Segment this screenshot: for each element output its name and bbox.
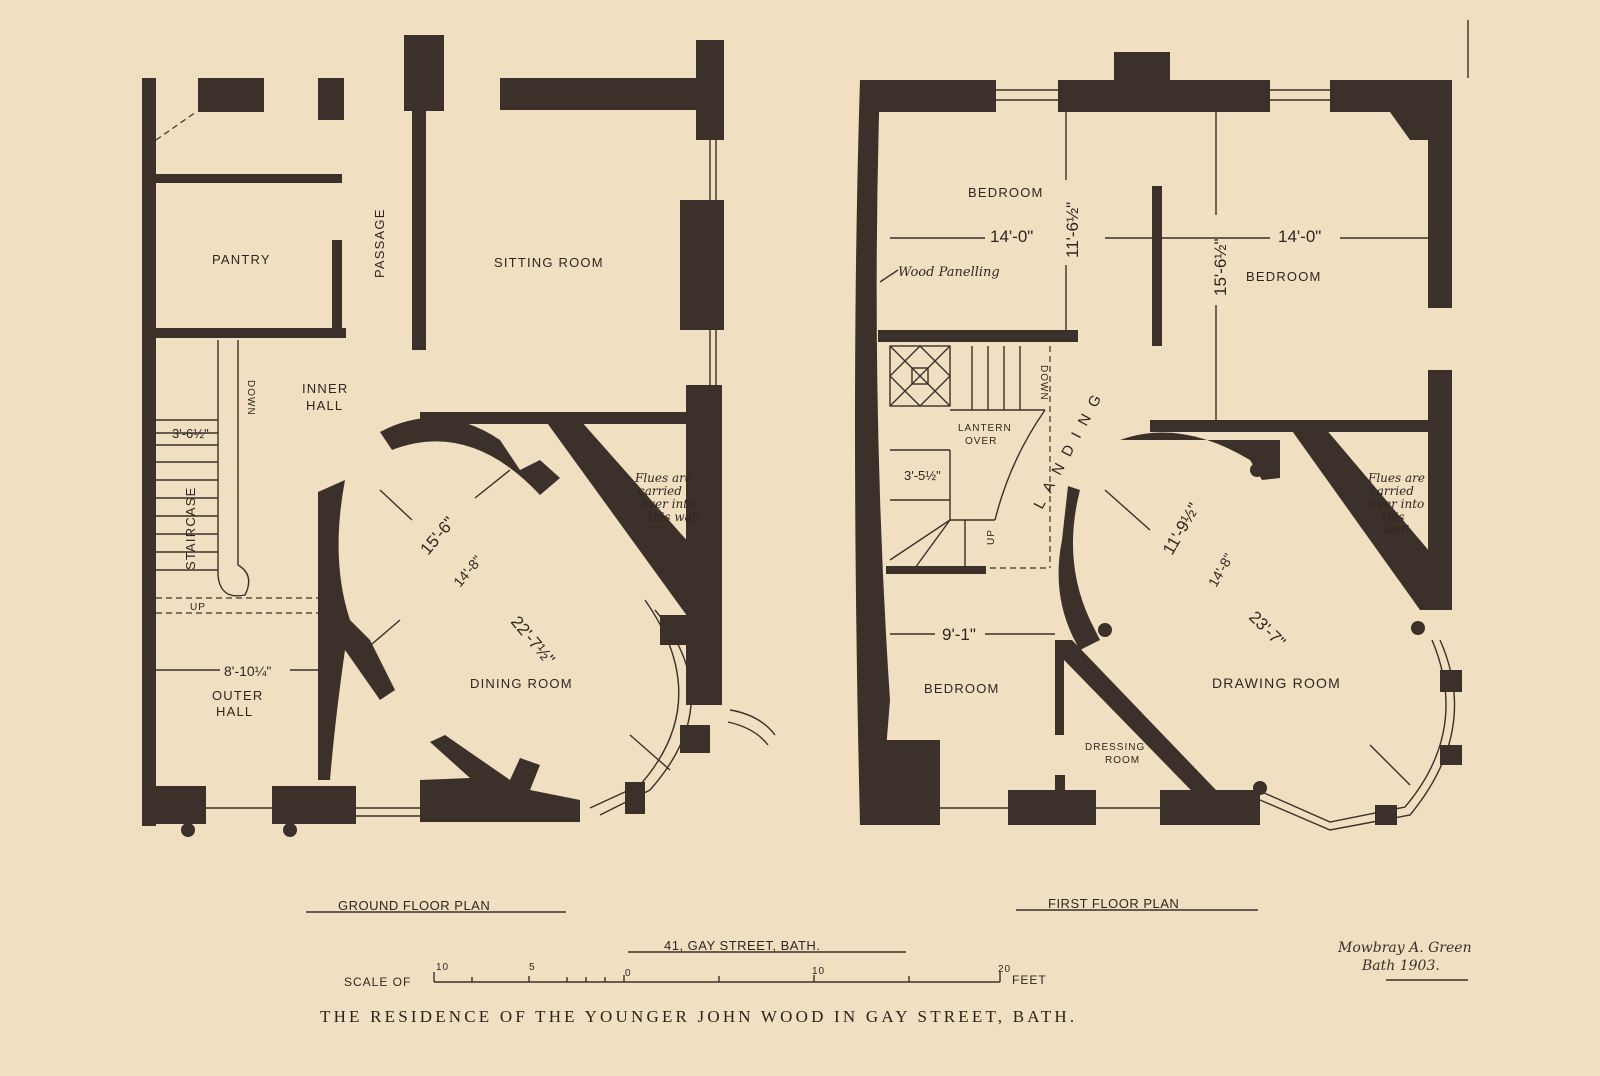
first-stair-down-label: DOWN xyxy=(1038,365,1049,401)
ground-floor-title: GROUND FLOOR PLAN xyxy=(338,898,490,913)
dim-dining-c: 22'-7½" xyxy=(507,612,559,668)
scale-label: SCALE OF xyxy=(344,975,411,989)
dim-first-stair-width: 3'-5½" xyxy=(904,468,941,483)
scale-tick-20: 20 xyxy=(998,964,1011,975)
wood-panelling-note: Wood Panelling xyxy=(898,265,1000,280)
dim-bed1-width: 14'-0" xyxy=(990,227,1033,246)
room-label-passage: PASSAGE xyxy=(372,208,387,278)
scale-tick-10-left: 10 xyxy=(436,962,449,973)
svg-text:over into: over into xyxy=(641,497,695,511)
scale-tick-0: 0 xyxy=(625,968,632,979)
room-label-lantern-2: OVER xyxy=(965,436,997,447)
svg-text:Bath 1903.: Bath 1903. xyxy=(1361,958,1440,974)
room-label-inner-hall: INNER xyxy=(302,381,348,396)
dim-dining-a: 15'-6" xyxy=(417,513,459,558)
first-floor-title: FIRST FLOOR PLAN xyxy=(1048,896,1179,911)
svg-text:Mowbray A. Green: Mowbray A. Green xyxy=(1337,940,1472,956)
signature: Mowbray A. Green Bath 1903. xyxy=(1337,940,1472,981)
flues-note-ground: Flues are carried over into this wall xyxy=(634,471,700,524)
scale-bar: SCALE OF 10 5 0 10 20 FEET xyxy=(344,962,1047,989)
ground-walls xyxy=(142,35,776,837)
dim-bed2-width: 14'-0" xyxy=(1278,227,1321,246)
room-label-bedroom-rear: BEDROOM xyxy=(924,681,1000,696)
first-walls xyxy=(855,20,1469,831)
svg-text:carried: carried xyxy=(638,484,682,498)
dim-bed3-width: 9'-1" xyxy=(942,625,976,644)
dim-dining-b: 14'-8" xyxy=(450,552,485,590)
drawing-footer: 41, GAY STREET, BATH. SCALE OF 10 5 0 10… xyxy=(320,938,1472,1026)
caption: THE RESIDENCE OF THE YOUNGER JOHN WOOD I… xyxy=(320,1007,1077,1026)
dim-bed1-depth: 11'-6½" xyxy=(1063,202,1082,258)
dim-drawing-c: 23'-7" xyxy=(1245,607,1289,651)
first-floor-plan: BEDROOM BEDROOM BEDROOM LANTERN OVER LAN… xyxy=(855,20,1469,911)
room-label-drawing-room: DRAWING ROOM xyxy=(1212,675,1341,691)
scale-tick-10: 10 xyxy=(812,966,825,977)
room-label-dressing-room: DRESSING xyxy=(1085,742,1145,753)
svg-text:Flues are: Flues are xyxy=(1367,471,1425,485)
dim-outer-hall: 8'-10¼" xyxy=(224,663,271,679)
room-label-inner-hall-2: HALL xyxy=(306,398,343,413)
svg-text:carried: carried xyxy=(1370,484,1414,498)
flues-note-first: Flues are carried over into this wall xyxy=(1367,471,1425,537)
dim-bed2-depth: 15'-6½" xyxy=(1211,239,1230,296)
scale-unit: FEET xyxy=(1012,973,1047,987)
svg-text:this: this xyxy=(1382,510,1405,524)
svg-text:over into: over into xyxy=(1370,497,1424,511)
room-label-pantry: PANTRY xyxy=(212,252,271,267)
ground-floor-plan: PANTRY PASSAGE SITTING ROOM INNER HALL S… xyxy=(142,35,776,913)
room-label-bedroom-front-left: BEDROOM xyxy=(968,185,1044,200)
room-label-outer-hall: OUTER xyxy=(212,688,264,703)
ground-staircase xyxy=(156,340,318,614)
room-label-staircase: STAIRCASE xyxy=(183,486,198,570)
room-label-dressing-room-2: ROOM xyxy=(1105,755,1140,766)
first-staircase xyxy=(886,345,1051,574)
dim-drawing-a: 11'-9½" xyxy=(1159,500,1204,558)
dim-drawing-b: 14'-8" xyxy=(1205,551,1237,590)
address-title: 41, GAY STREET, BATH. xyxy=(664,938,820,953)
room-label-bedroom-front-right: BEDROOM xyxy=(1246,269,1322,284)
room-label-sitting-room: SITTING ROOM xyxy=(494,255,604,270)
room-label-dining-room: DINING ROOM xyxy=(470,676,573,691)
room-label-lantern: LANTERN xyxy=(958,423,1012,434)
room-label-outer-hall-2: HALL xyxy=(216,704,253,719)
svg-text:this wall: this wall xyxy=(648,510,700,524)
scale-tick-5: 5 xyxy=(529,962,536,973)
stair-down-label: DOWN xyxy=(245,380,256,416)
svg-text:wall: wall xyxy=(1384,523,1409,537)
stair-up-label: UP xyxy=(190,602,206,613)
first-stair-up-label: UP xyxy=(986,529,997,545)
svg-text:Flues are: Flues are xyxy=(634,471,692,485)
